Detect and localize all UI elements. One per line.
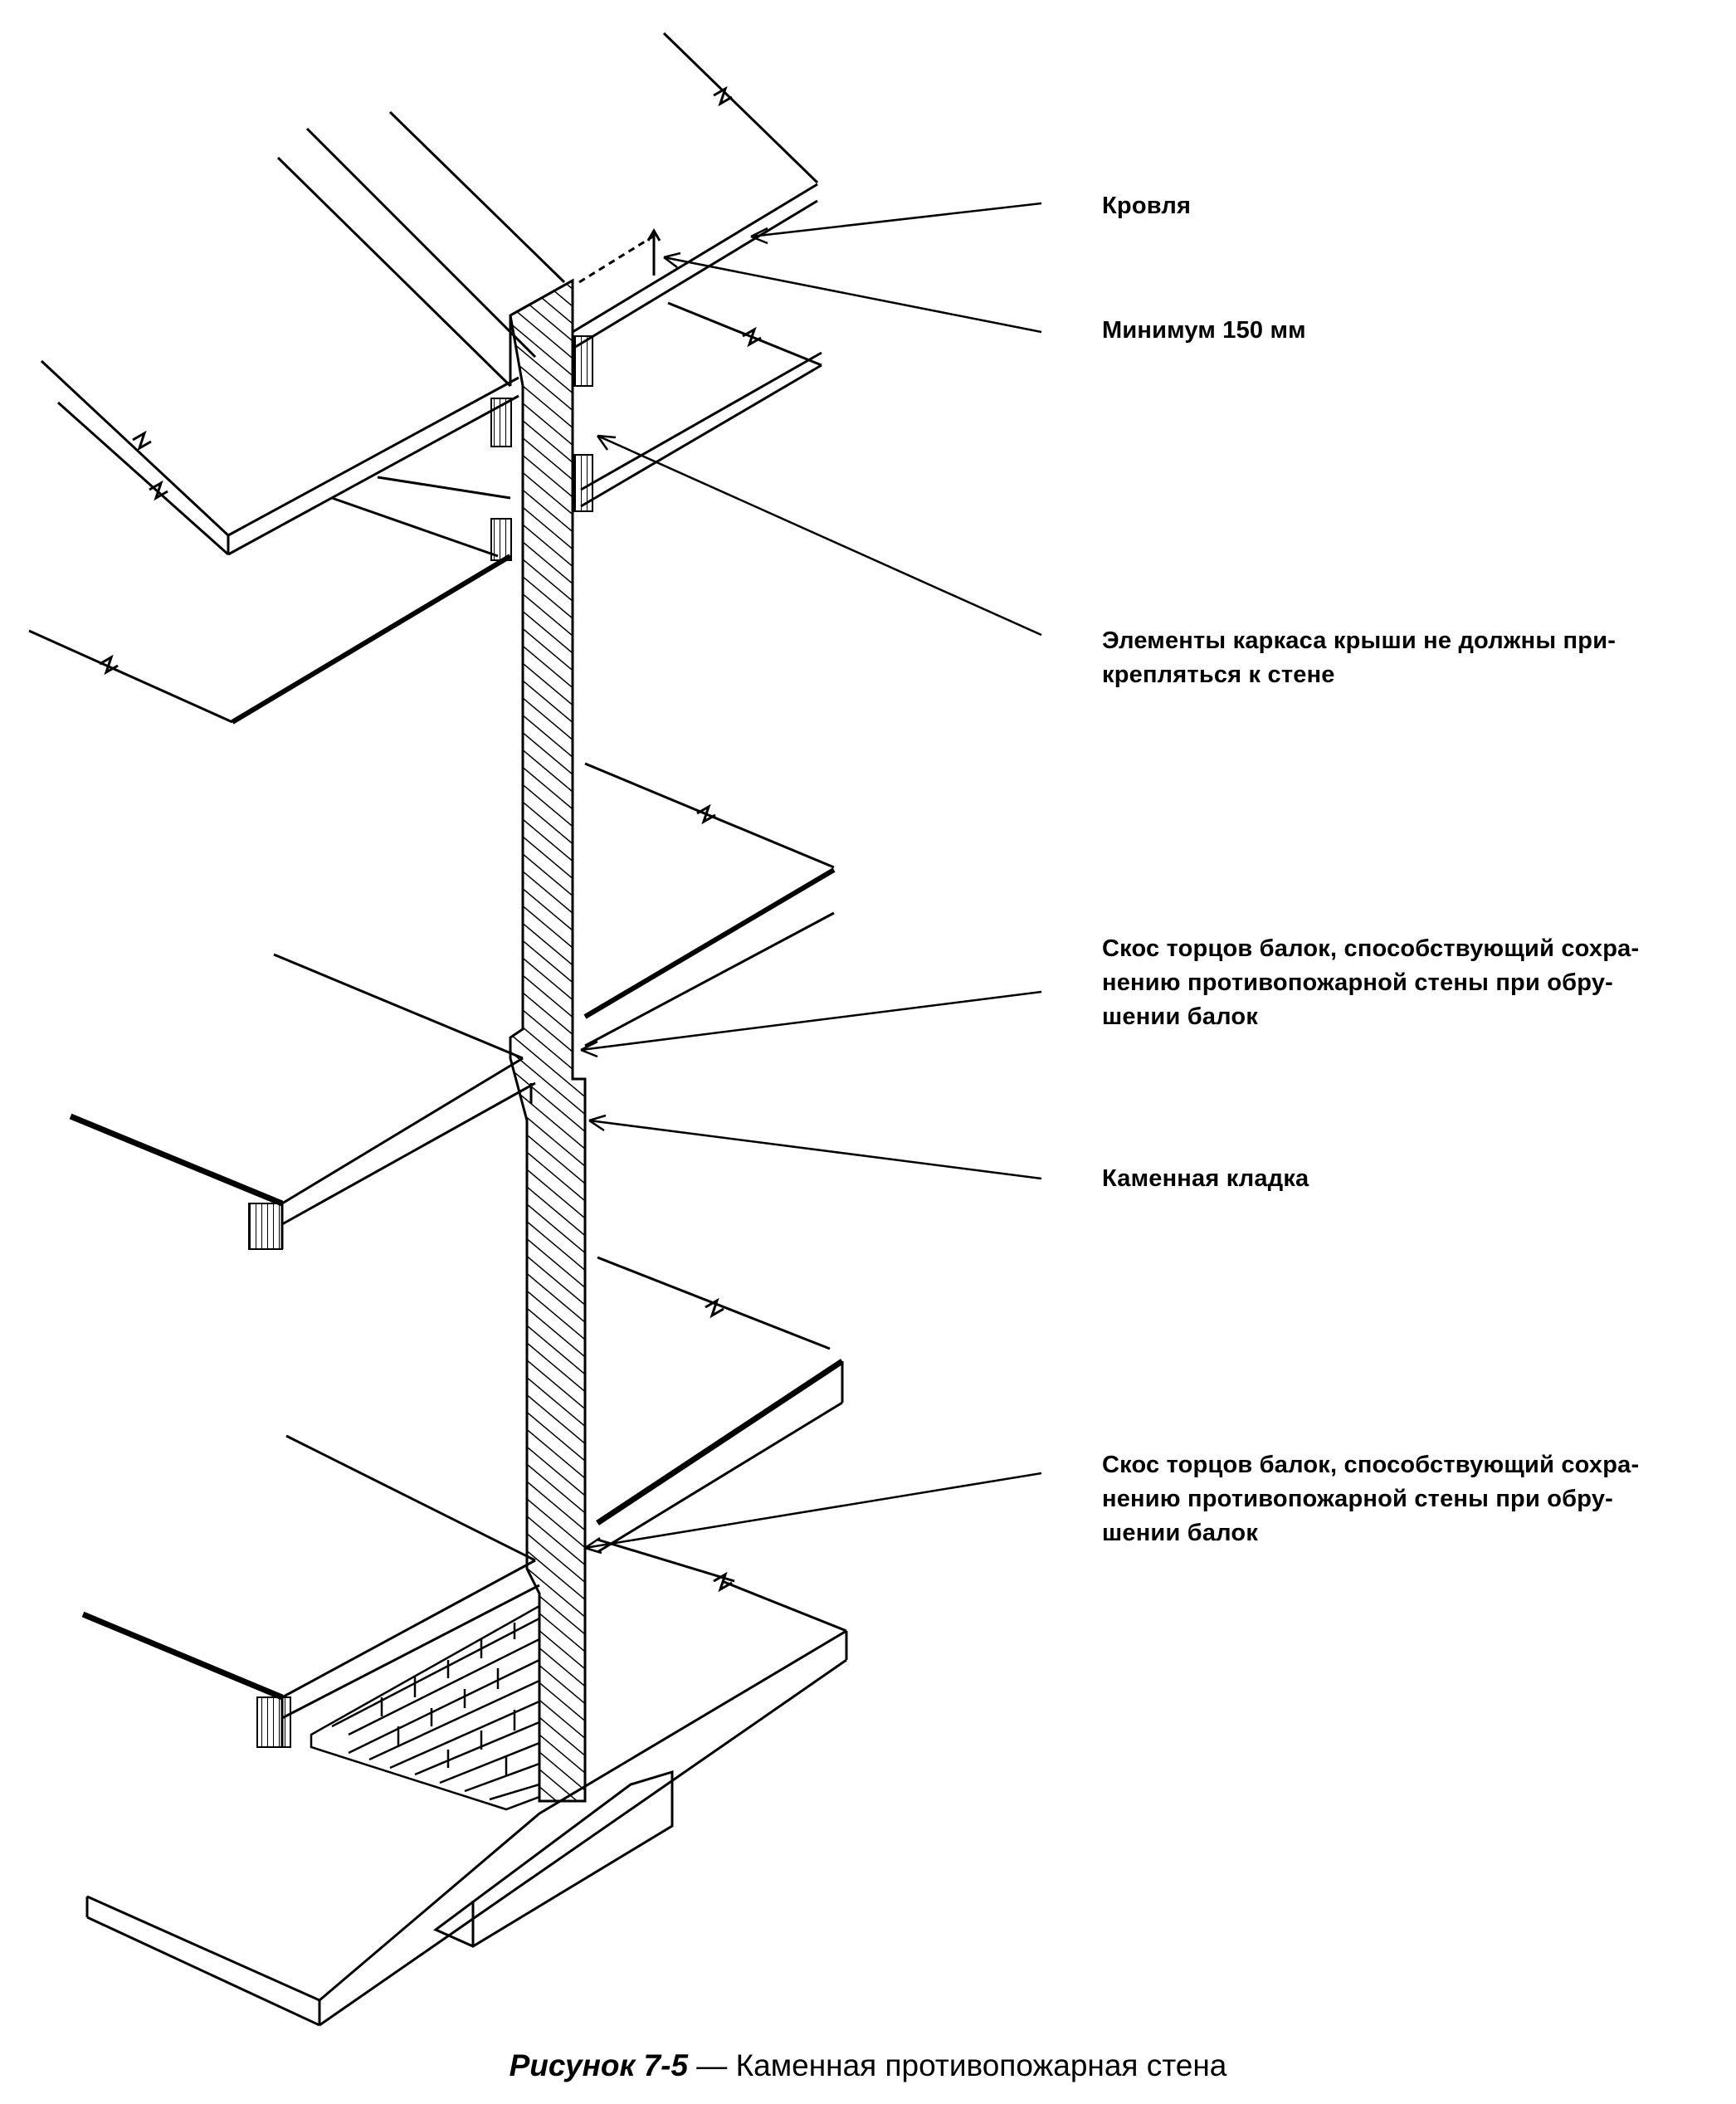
label-minimum-150mm: Минимум 150 мм xyxy=(1102,317,1306,344)
figure-caption: Рисунок 7-5 — Каменная противопожарная с… xyxy=(0,2048,1736,2083)
foundation xyxy=(85,1629,848,2027)
caption-text: — Каменная противопожарная стена xyxy=(688,2048,1227,2082)
upper-beam-end xyxy=(248,1203,283,1250)
upper-floor-left xyxy=(69,953,536,1249)
roof-left xyxy=(40,110,566,556)
caption-title: Рисунок 7-5 xyxy=(509,2048,689,2082)
label-beam-bevel-lower: Скос торцов балок, способствующий сохра-… xyxy=(1102,1452,1640,1547)
label-masonry: Каменная кладка xyxy=(1102,1165,1309,1192)
ceiling-left xyxy=(28,476,512,725)
label-roof: Кровля xyxy=(1102,193,1192,219)
leader-lines xyxy=(580,202,1042,1555)
lower-floor-right xyxy=(596,1256,847,1633)
firewall xyxy=(490,278,593,1803)
label-roof-frame-note: Элементы каркаса крыши не должны при- кр… xyxy=(1102,627,1617,689)
roof-right xyxy=(572,32,822,508)
upper-floor-right xyxy=(583,762,836,1047)
roof-beam-end-right xyxy=(573,335,593,387)
roof-beam-end-left xyxy=(490,398,512,447)
label-beam-bevel-upper: Скос торцов балок, способствующий сохра-… xyxy=(1102,935,1640,1031)
lower-beam-end xyxy=(256,1696,291,1748)
lower-floor-left xyxy=(81,1434,540,1747)
brick-infill xyxy=(310,1604,541,1811)
